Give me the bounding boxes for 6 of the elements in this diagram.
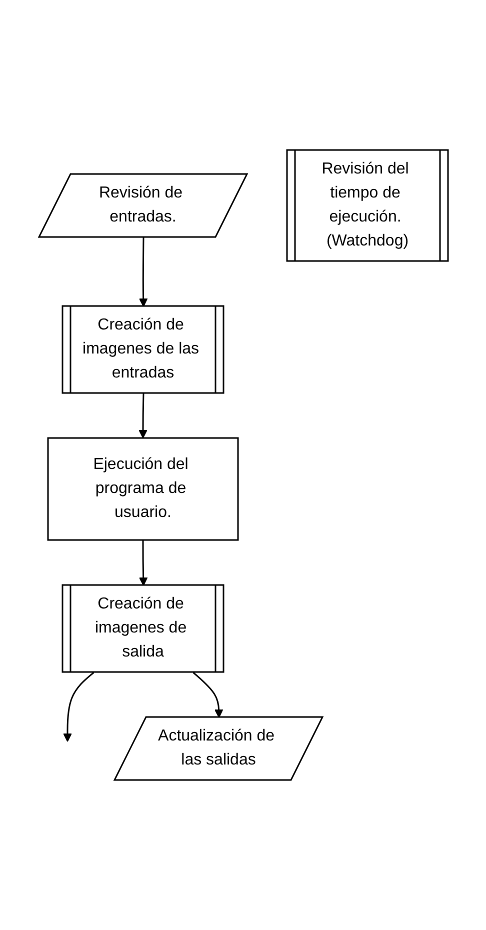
arrow bbox=[192, 672, 223, 718]
arrow bbox=[138, 238, 148, 307]
arrow bbox=[62, 672, 94, 742]
arrow bbox=[138, 540, 148, 586]
node-box: Ejecución del programa de usuario. bbox=[46, 437, 238, 541]
arrow bbox=[138, 393, 147, 438]
